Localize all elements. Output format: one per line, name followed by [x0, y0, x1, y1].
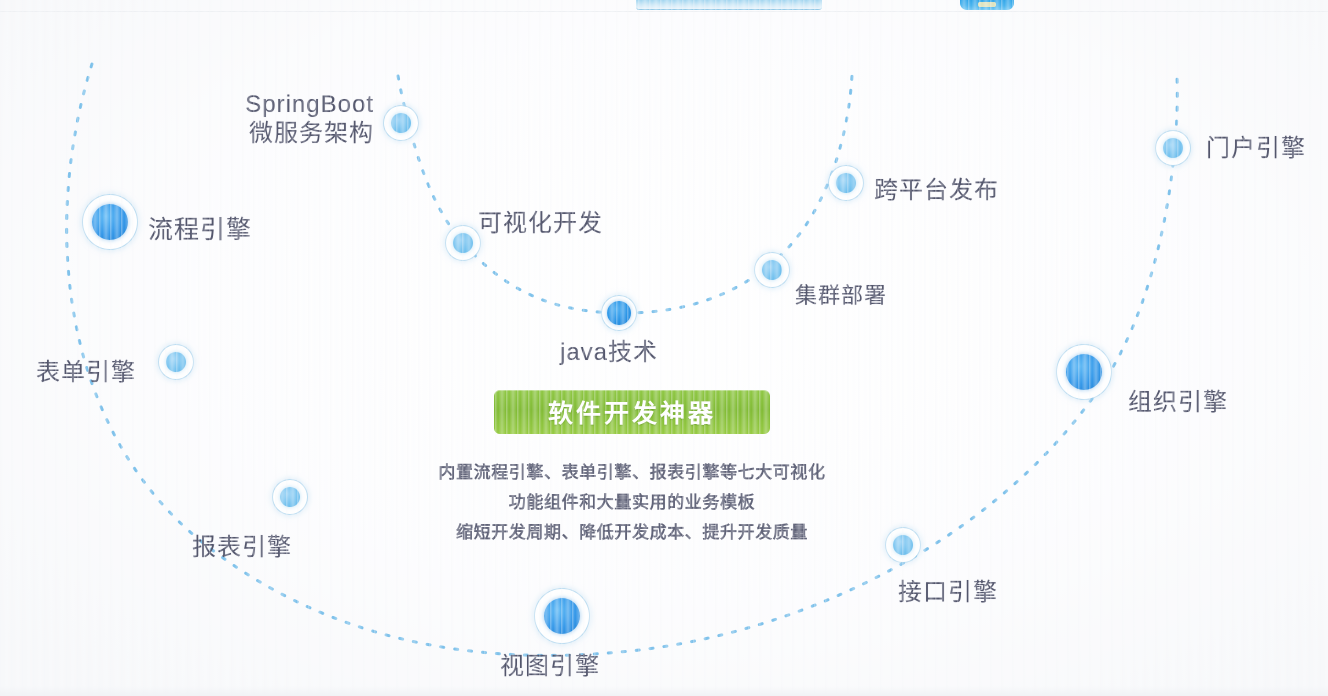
top-progress-strip [636, 0, 822, 10]
node-core [893, 535, 913, 555]
node-form-engine[interactable] [159, 345, 193, 379]
node-core [391, 113, 411, 133]
label-portal-engine: 门户引擎 [1206, 135, 1306, 162]
label-process-engine: 流程引擎 [148, 216, 253, 244]
label-cross-platform-release: 跨平台发布 [874, 177, 999, 204]
node-core [92, 204, 128, 240]
description-line-3: 缩短开发周期、降低开发成本、提升开发质量 [456, 522, 808, 542]
node-visual-development[interactable] [446, 226, 480, 260]
node-core [544, 598, 580, 634]
center-badge: 软件开发神器 [494, 390, 770, 434]
label-form-engine: 表单引擎 [36, 359, 136, 386]
label-view-engine: 视图引擎 [500, 653, 600, 680]
top-chrome [0, 0, 1328, 12]
node-core [166, 352, 186, 372]
node-java-technology[interactable] [602, 296, 636, 330]
node-core [453, 233, 473, 253]
label-report-engine: 报表引擎 [192, 534, 292, 561]
node-core [280, 487, 300, 507]
node-view-engine[interactable] [535, 589, 589, 643]
label-java-technology: java技术 [560, 339, 659, 366]
description-line-2: 功能组件和大量实用的业务模板 [508, 492, 756, 512]
top-divider [0, 11, 1328, 12]
label-line-1: SpringBoot [245, 91, 374, 118]
node-cluster-deployment[interactable] [755, 253, 789, 287]
top-rounded-button[interactable] [960, 0, 1014, 10]
label-organization-engine: 组织引擎 [1128, 389, 1228, 416]
inner-arc [396, 74, 854, 315]
description-line-1: 内置流程引擎、表单引擎、报表引擎等七大可视化 [438, 463, 826, 482]
center-description: 内置流程引擎、表单引擎、报表引擎等七大可视化 功能组件和大量实用的业务模板 缩短… [364, 458, 900, 547]
node-springboot-microservice[interactable] [384, 106, 418, 140]
node-core [1066, 354, 1102, 390]
center-badge-label: 软件开发神器 [547, 400, 716, 428]
node-portal-engine[interactable] [1156, 131, 1190, 165]
node-report-engine[interactable] [273, 480, 307, 514]
label-visual-development: 可视化开发 [478, 210, 603, 237]
node-cross-platform-release[interactable] [829, 166, 863, 200]
node-process-engine[interactable] [83, 195, 137, 249]
node-core [607, 301, 631, 325]
node-interface-engine[interactable] [886, 528, 920, 562]
label-springboot-microservice: SpringBoot 微服务架构 [222, 90, 374, 149]
node-core [1163, 138, 1183, 158]
label-cluster-deployment: 集群部署 [795, 283, 888, 308]
label-line-2: 微服务架构 [249, 120, 374, 148]
label-interface-engine: 接口引擎 [898, 579, 998, 606]
node-core [762, 260, 782, 280]
node-core [836, 173, 856, 193]
node-organization-engine[interactable] [1057, 345, 1111, 399]
